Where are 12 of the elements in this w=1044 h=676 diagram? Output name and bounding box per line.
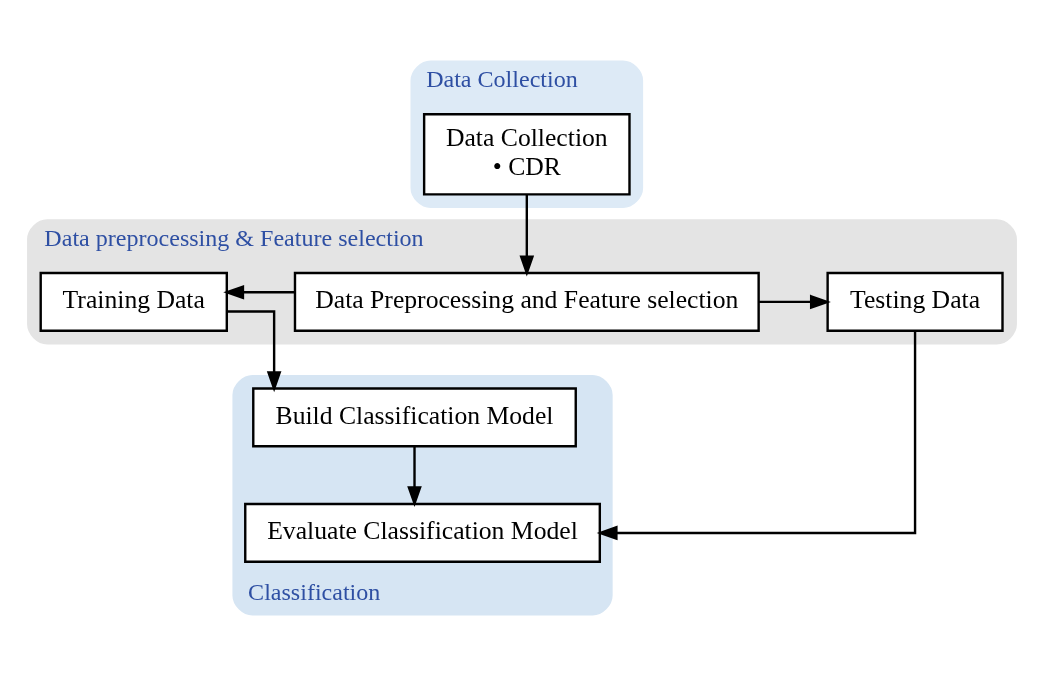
arrow [519,194,535,277]
node-box: Build Classification Model [252,387,577,448]
arrow [227,310,282,393]
node-box: Evaluate Classification Model [244,502,601,563]
node-box: Training Data [39,271,228,332]
arrow [596,331,917,541]
arrow [758,294,831,310]
node-box: Testing Data [826,271,1004,332]
node-box: Data Collection • CDR [422,113,631,196]
arrow [407,446,422,508]
node-box: Data Preprocessing and Feature selection [293,271,760,332]
arrow [223,284,295,300]
